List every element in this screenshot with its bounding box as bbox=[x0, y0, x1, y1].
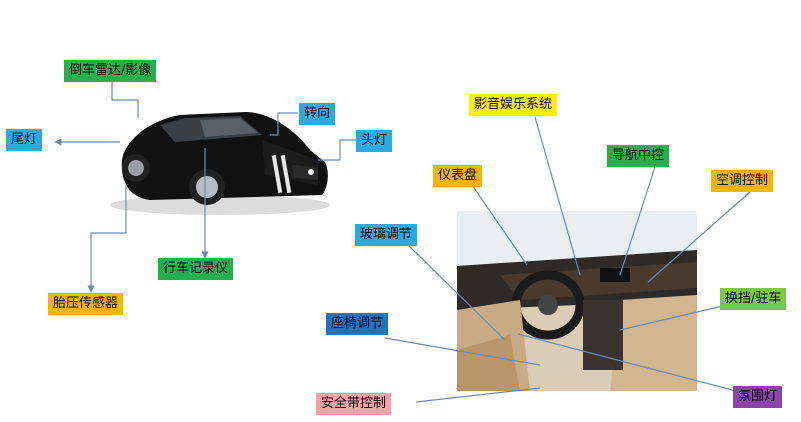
seatbelt-control-label: 安全带控制 bbox=[316, 393, 392, 415]
car-interior-image bbox=[457, 211, 697, 391]
ac-control-label: 空调控制 bbox=[711, 170, 774, 192]
infotainment-label: 影音娱乐系统 bbox=[469, 94, 558, 116]
tail-light-label: 尾灯 bbox=[6, 129, 43, 151]
tire-pressure-label: 胎压传感器 bbox=[48, 293, 124, 315]
dashcam-label: 行车记录仪 bbox=[158, 258, 234, 280]
steering-label: 转向 bbox=[299, 103, 336, 125]
gear-parking-label: 换挡/驻车 bbox=[720, 288, 787, 310]
sports-car-image bbox=[110, 112, 330, 215]
seat-adjust-label: 座椅调节 bbox=[326, 313, 389, 335]
navigation-label: 导航中控 bbox=[607, 145, 670, 167]
ambient-light-label: 氛围灯 bbox=[733, 386, 783, 408]
instrument-panel-label: 仪表盘 bbox=[433, 165, 483, 187]
head-light-label: 头灯 bbox=[356, 130, 393, 152]
connector-lines bbox=[54, 80, 751, 403]
window-adjust-label: 玻璃调节 bbox=[355, 224, 418, 246]
reverse-radar-label: 倒车雷达/影像 bbox=[64, 60, 157, 82]
